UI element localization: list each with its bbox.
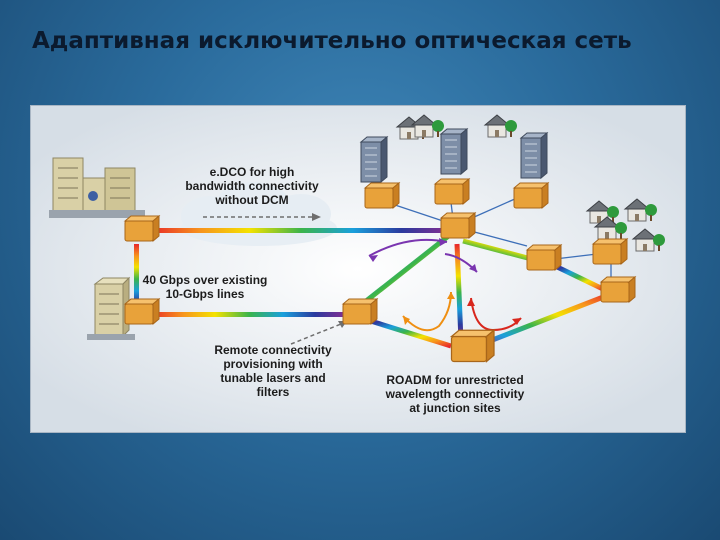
optical-node-icon [364,182,400,209]
svg-text:ROADM for unrestricted: ROADM for unrestricted [386,373,523,387]
svg-text:bandwidth connectivity: bandwidth connectivity [185,179,319,193]
svg-text:tunable lasers and: tunable lasers and [220,371,325,385]
optical-node-icon [342,298,378,325]
svg-text:provisioning with: provisioning with [223,357,322,371]
optical-node-icon [526,244,562,271]
slide-title: Адаптивная исключительно оптическая сеть [32,28,632,54]
optical-node-icon [440,212,476,239]
svg-text:wavelength connectivity: wavelength connectivity [385,387,525,401]
server-tower-icon [440,128,468,175]
optical-node-icon [513,182,549,209]
edco-label: e.DCO for high bandwidth connectivity wi… [185,165,319,207]
network-diagram: e.DCO for high bandwidth connectivity wi… [30,105,686,433]
server-tower-icon [520,132,548,179]
path-arrows [368,238,522,332]
optical-node-icon [124,298,160,325]
svg-text:at junction sites: at junction sites [409,401,501,415]
fiber-links [134,228,612,349]
svg-text:40 Gbps over existing: 40 Gbps over existing [143,273,268,287]
svg-text:Remote connectivity: Remote connectivity [214,343,332,357]
optical-node-icon [592,238,628,265]
optical-node-icon [124,215,160,242]
svg-text:10-Gbps lines: 10-Gbps lines [166,287,245,301]
roadm-node-icon [450,329,495,363]
roadm-label: ROADM for unrestricted wavelength connec… [385,373,525,415]
svg-text:without DCM: without DCM [214,193,288,207]
cloud-icon [181,182,337,246]
gbps-label: 40 Gbps over existing 10-Gbps lines [143,273,268,301]
remote-connectivity-label: Remote connectivity provisioning with tu… [214,343,332,399]
svg-text:e.DCO for high: e.DCO for high [210,165,295,179]
optical-node-icon [600,276,636,303]
svg-text:filters: filters [257,385,290,399]
office-building-icon [49,157,145,218]
optical-node-icon [434,178,470,205]
server-tower-icon [360,136,388,183]
